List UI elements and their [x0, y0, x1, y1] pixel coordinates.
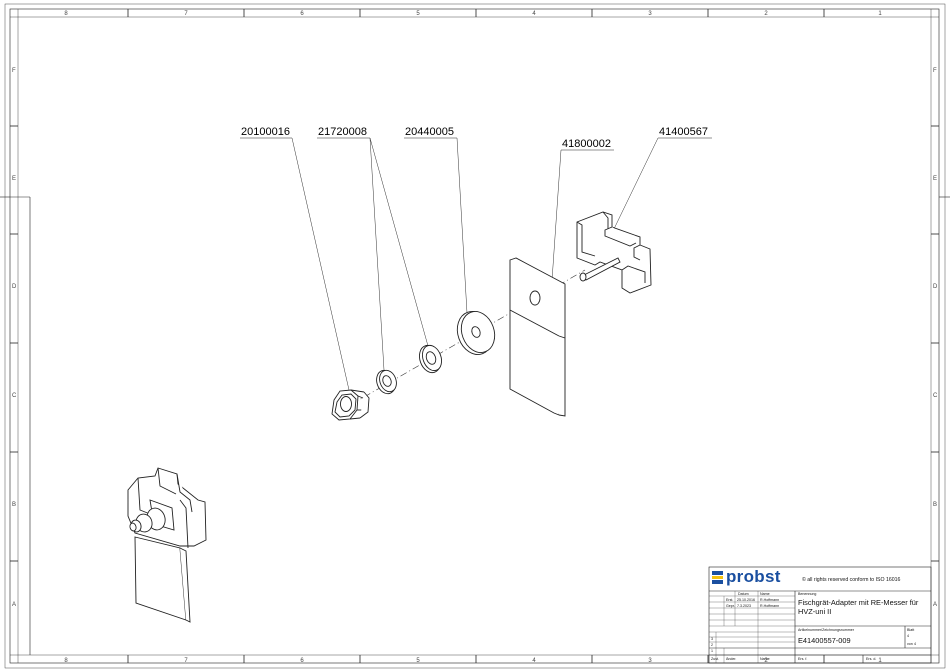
zone-col-top: 4: [532, 11, 536, 17]
zone-col-bottom: 6: [300, 658, 304, 664]
footer-aenderung: Änder.: [726, 657, 737, 661]
zone-col-top: 8: [64, 11, 68, 17]
zone-col-bottom: 8: [64, 658, 68, 664]
zone-col-top: 7: [184, 11, 188, 17]
zone-col-bottom: 4: [532, 658, 536, 664]
zone-row-right: B: [933, 502, 937, 508]
nut-part: [331, 389, 370, 421]
part-label: 41800002: [562, 138, 611, 150]
assembled-view: [127, 467, 207, 623]
row-label-erst: Erst.: [726, 598, 734, 602]
blade-part: [509, 257, 566, 417]
title-block-frame: [708, 566, 932, 664]
footer-zust: Zust.: [711, 657, 719, 661]
sheet-label: Blatt: [907, 628, 915, 632]
designation-label: Benennung: [798, 592, 817, 596]
small-washer-part: [376, 369, 397, 395]
zone-row-right: F: [933, 68, 937, 74]
of-label: von: [907, 642, 913, 646]
zone-row-left: A: [12, 602, 16, 608]
zone-row-left: B: [12, 502, 16, 508]
part-label: 20100016: [241, 126, 290, 138]
leader-lines: [291, 137, 659, 391]
zone-row-left: C: [12, 393, 17, 399]
zone-row-left: D: [12, 284, 17, 290]
of-value: 4: [914, 642, 916, 646]
zone-col-top: 5: [416, 11, 420, 17]
revision-row-number: 2: [711, 643, 713, 647]
footer-ersatz-fuer: Ers. f.: [798, 657, 808, 661]
zone-col-top: 1: [878, 11, 882, 17]
header-name: Name: [760, 592, 770, 596]
revision-row-number: 3: [711, 637, 713, 641]
row-date-erst: 25.10.2016: [737, 598, 755, 602]
drawing-number: E41400557-009: [798, 636, 851, 645]
probst-logo-mark: [712, 571, 723, 584]
medium-washer-part: [419, 344, 443, 374]
row-name-erst: R.Hoffmann: [760, 598, 780, 602]
designation-line-2: HVZ-uni II: [798, 607, 832, 616]
part-label: 20440005: [405, 126, 454, 138]
zone-col-bottom: 2: [764, 658, 768, 664]
zone-row-left: F: [12, 68, 16, 74]
row-label-gepr: Gepr.: [726, 604, 735, 608]
footer-ersatz-durch: Ers. d.: [866, 657, 877, 661]
adapter-part: [576, 211, 652, 294]
zone-row-right: C: [933, 393, 938, 399]
drawing-frame: [0, 3, 950, 669]
sheet-value: 4: [907, 634, 909, 638]
zone-col-bottom: 1: [878, 658, 882, 664]
zone-col-bottom: 3: [648, 658, 652, 664]
part-labels: 20100016 21720008 20440005 41800002 4140…: [240, 126, 712, 151]
copyright-text: © all rights reserved conform to ISO 160…: [802, 577, 901, 583]
zone-row-right: D: [933, 284, 938, 290]
part-label: 21720008: [318, 126, 367, 138]
header-date: Datum: [738, 592, 749, 596]
zone-col-bottom: 5: [416, 658, 420, 664]
zone-col-bottom: 7: [184, 658, 188, 664]
part-label: 41400567: [659, 126, 708, 138]
row-date-gepr: 7.3.2023: [737, 604, 751, 608]
zone-col-top: 3: [648, 11, 652, 17]
brand-name: probst: [726, 567, 781, 586]
large-washer-part: [456, 311, 496, 355]
zone-col-top: 2: [764, 11, 768, 17]
zone-labels: 8 7 6 5 4 3 2 1 8 7 6 5 4 3 2 1 F E D C …: [12, 11, 938, 664]
designation-line-1: Fischgrät-Adapter mit RE-Messer für: [798, 598, 919, 607]
article-number-label: Artikelnummer/Zeichnungsnummer: [798, 628, 854, 632]
row-name-gepr: R.Hoffmann: [760, 604, 780, 608]
zone-col-top: 6: [300, 11, 304, 17]
zone-row-right: E: [933, 176, 937, 182]
revision-row-number: 1: [711, 649, 713, 653]
footer-name: Name: [760, 657, 770, 661]
zone-row-right: A: [933, 602, 937, 608]
zone-row-left: E: [12, 176, 16, 182]
